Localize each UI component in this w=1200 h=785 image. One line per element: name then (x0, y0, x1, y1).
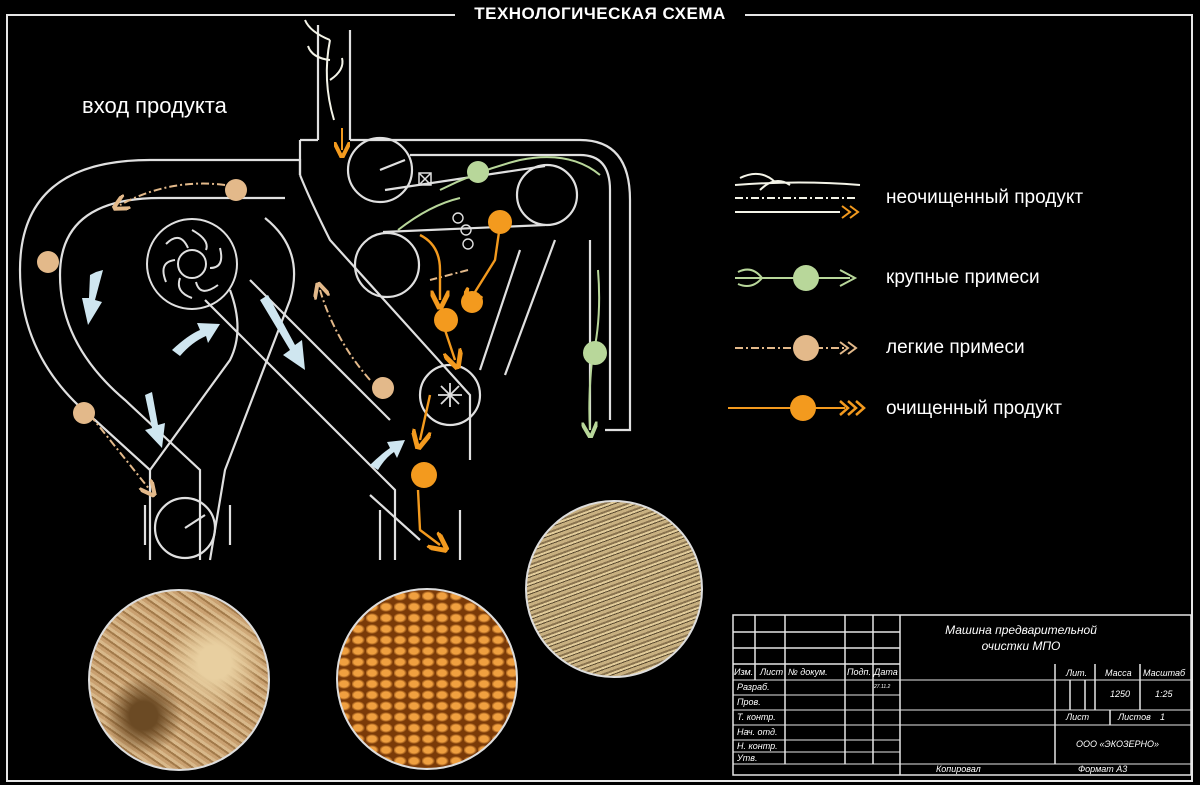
machine-housing (18, 25, 632, 561)
sheets-label: Листов (1118, 712, 1151, 722)
mass-value: 1250 (1110, 689, 1131, 699)
legend-large-symbol (735, 265, 858, 291)
legend-unclean-symbol (734, 172, 861, 219)
scale-value: 1:25 (1155, 689, 1173, 699)
hdr-izm: Изм. (734, 667, 754, 677)
row-razrab: Разраб. (737, 682, 770, 692)
hdr-date: Дата (874, 667, 898, 677)
rotor-icon (438, 383, 462, 407)
clean-product-dots (411, 210, 512, 488)
hdr-doc: № докум. (788, 667, 828, 677)
legend-unclean-label: неочищенный продукт (886, 187, 1084, 208)
machine-name-line1: Машина предварительной (945, 623, 1097, 637)
sensor-icon (418, 172, 432, 186)
clean-grain-photo (336, 588, 518, 770)
legend-clean-symbol (728, 395, 866, 421)
inlet-flow (304, 19, 343, 150)
clean-product-flow (418, 224, 502, 545)
row-nkontr: Н. контр. (737, 741, 778, 751)
page-title: ТЕХНОЛОГИЧЕСКАЯ СХЕМА (455, 4, 745, 24)
large-impurities-photo (525, 500, 703, 678)
row-prov: Пров. (737, 697, 761, 707)
rollers (153, 136, 579, 560)
copied-label: Копировал (936, 764, 981, 774)
light-impurity-dots (37, 179, 394, 424)
company-name: ООО «ЭКОЗЕРНО» (1076, 739, 1159, 749)
air-flow-arrows (82, 270, 405, 470)
sheets-value: 1 (1160, 712, 1166, 722)
title-block-grid (732, 614, 1192, 776)
hdr-lit: Лит. (1066, 668, 1088, 678)
format-label: Формат А3 (1078, 764, 1128, 774)
light-impurities-photo (88, 589, 270, 771)
tiny-date: 27.11.2 (874, 684, 891, 690)
hdr-list: Лист (760, 667, 784, 677)
title-block: Изм. Лист № докум. Подп. Дата 27.11.2 Ра… (733, 615, 1191, 775)
fan-icon (146, 218, 238, 310)
legend-large-label: крупные примеси (886, 267, 1040, 288)
legend-clean-label: очищенный продукт (886, 398, 1063, 419)
hdr-scale: Масштаб (1143, 668, 1186, 678)
large-impurities-flow (397, 156, 601, 430)
row-nachotd: Нач. отд. (737, 727, 778, 737)
legend-light-label: легкие примеси (886, 337, 1025, 358)
sheet-label: Лист (1066, 712, 1090, 722)
machine-name: Машина предварительной очистки МПО (917, 622, 1125, 654)
row-tkontr: Т. контр. (737, 712, 776, 722)
light-impurities-flow (89, 182, 469, 490)
hdr-mass: Масса (1105, 668, 1132, 678)
entry-label: вход продукта (82, 93, 227, 118)
machine-name-line2: очистки МПО (981, 639, 1061, 653)
hdr-sign: Подп. (847, 667, 871, 677)
large-impurity-dots (467, 161, 607, 365)
legend-light-symbol (735, 335, 858, 361)
chain-icon (452, 212, 474, 250)
row-utv: Утв. (737, 753, 758, 763)
